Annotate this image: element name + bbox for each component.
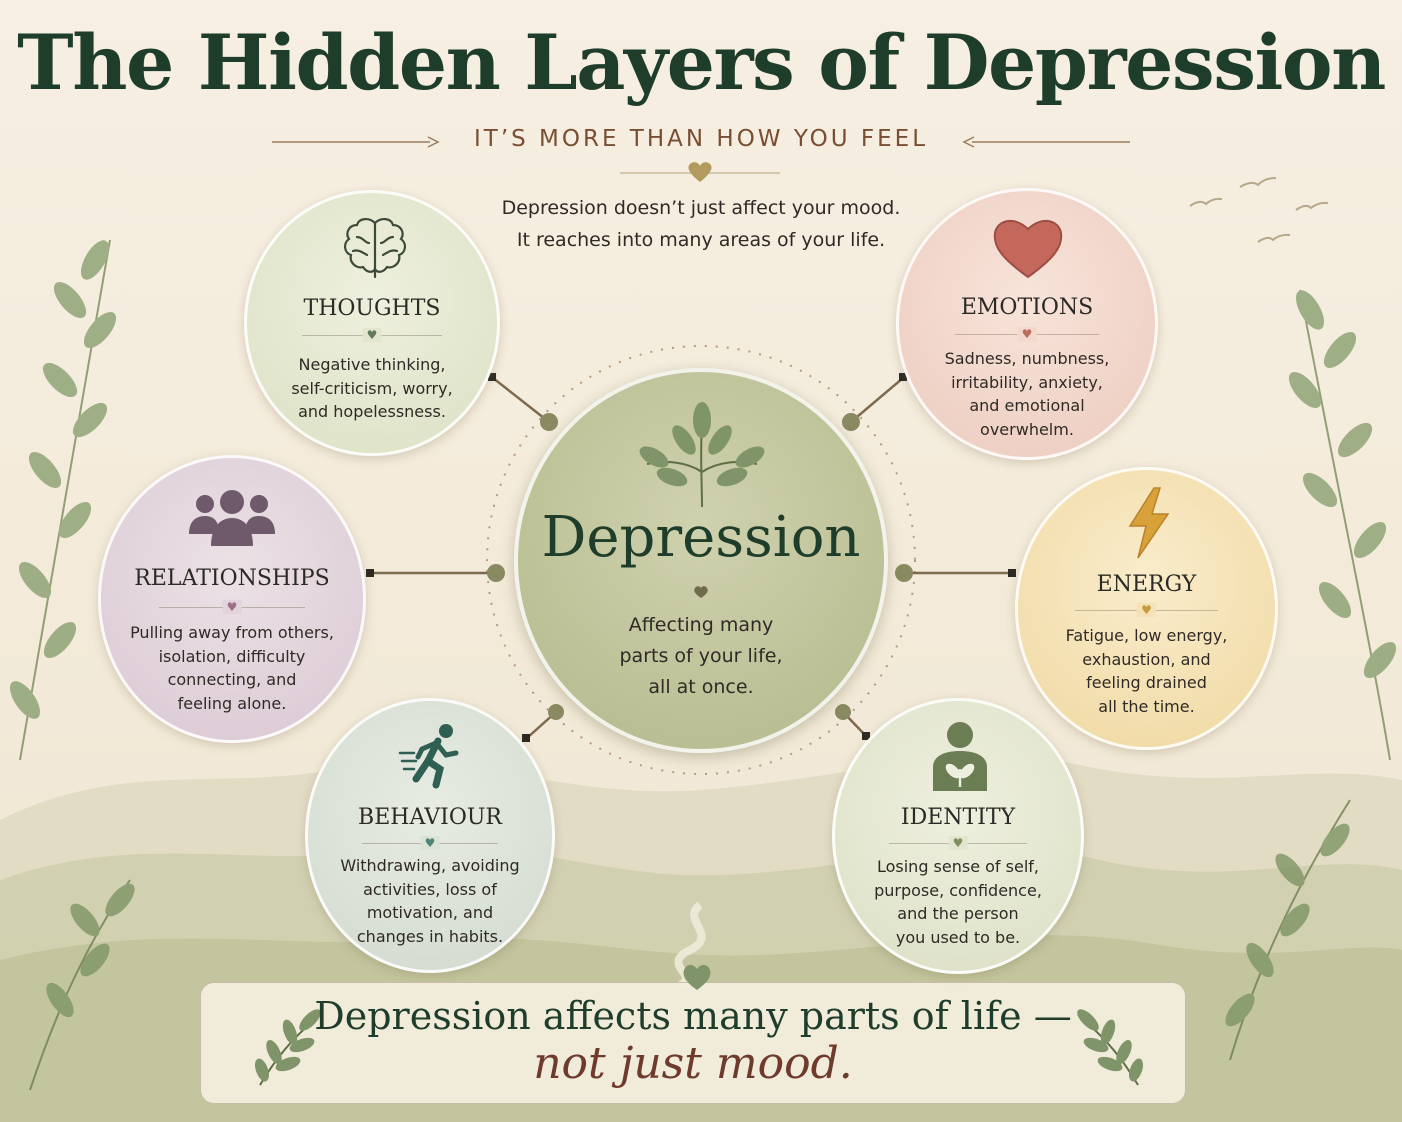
footer-text: Depression affects many parts of life — bbox=[314, 994, 1072, 1038]
subtitle-arrow-left bbox=[427, 136, 440, 148]
footer-emphasis: not just mood. bbox=[533, 1038, 853, 1089]
branch-left-icon bbox=[9, 239, 117, 761]
branch-right-icon bbox=[1288, 289, 1397, 761]
center-description: Affecting many parts of your life, all a… bbox=[560, 610, 842, 703]
desc-line: all the time. bbox=[1098, 696, 1195, 716]
layer-divider: ♥ bbox=[302, 328, 442, 342]
divider-heart-icon: ♥ bbox=[948, 836, 968, 850]
heart-icon bbox=[993, 219, 1063, 279]
layer-thoughts: THOUGHTS ♥ Negative thinking, self-criti… bbox=[244, 190, 500, 456]
layer-divider: ♥ bbox=[955, 327, 1099, 341]
brain-icon bbox=[344, 218, 406, 279]
connectors bbox=[366, 373, 1016, 742]
center-heart-icon bbox=[694, 586, 708, 598]
footer-banner bbox=[200, 982, 1186, 1104]
desc-line: Withdrawing, avoiding bbox=[340, 856, 520, 875]
running-person-icon bbox=[398, 724, 459, 789]
desc-line: exhaustion, and bbox=[1082, 649, 1211, 669]
divider-heart-icon: ♥ bbox=[1017, 327, 1037, 341]
desc-line: Sadness, numbness, bbox=[944, 349, 1110, 368]
layer-divider: ♥ bbox=[158, 600, 306, 614]
center-title: Depression bbox=[541, 505, 861, 570]
desc-line: Losing sense of self, bbox=[876, 857, 1039, 876]
people-icon bbox=[189, 490, 275, 546]
layer-description: Withdrawing, avoiding activities, loss o… bbox=[332, 854, 527, 948]
layer-title: ENERGY bbox=[1096, 572, 1197, 597]
layer-title: THOUGHTS bbox=[303, 296, 441, 321]
bird-icon bbox=[1189, 197, 1223, 207]
footer-sprig-right-icon bbox=[1077, 1009, 1143, 1086]
intro-line: Depression doesn’t just affect your mood… bbox=[501, 197, 901, 219]
desc-line: and the person bbox=[897, 904, 1019, 923]
layer-title: RELATIONSHIPS bbox=[134, 566, 330, 591]
intro-text: Depression doesn’t just affect your mood… bbox=[401, 192, 1001, 256]
bird-icon bbox=[1295, 201, 1329, 211]
layer-description: Fatigue, low energy, exhaustion, and fee… bbox=[1044, 624, 1250, 718]
layer-divider: ♥ bbox=[361, 836, 499, 850]
desc-line: feeling alone. bbox=[177, 693, 287, 713]
divider-heart-icon: ♥ bbox=[420, 836, 440, 850]
layer-divider: ♥ bbox=[1074, 603, 1219, 617]
divider-heart-icon: ♥ bbox=[362, 328, 382, 342]
page-title: The Hidden Layers of Depression bbox=[17, 18, 1386, 107]
layer-description: Negative thinking, self-criticism, worry… bbox=[272, 353, 472, 424]
layer-title: IDENTITY bbox=[900, 805, 1016, 830]
bird-icon bbox=[1239, 177, 1277, 188]
desc-line: purpose, confidence, bbox=[874, 880, 1042, 900]
desc-line: changes in habits. bbox=[356, 926, 504, 946]
desc-line: Negative thinking, bbox=[298, 355, 446, 374]
layer-divider: ♥ bbox=[889, 836, 1027, 850]
desc-line: and emotional bbox=[969, 396, 1085, 415]
bird-icon bbox=[1257, 233, 1291, 243]
person-sprout-icon bbox=[933, 722, 987, 791]
page-subtitle: IT’S MORE THAN HOW YOU FEEL bbox=[473, 126, 929, 152]
desc-line: you used to be. bbox=[895, 927, 1021, 947]
subtitle-arrow-right bbox=[962, 136, 975, 148]
layer-behaviour: BEHAVIOUR ♥ Withdrawing, avoiding activi… bbox=[305, 698, 555, 973]
desc-line: self-criticism, worry, bbox=[291, 378, 453, 398]
layer-title: EMOTIONS bbox=[960, 295, 1094, 320]
divider-heart-icon: ♥ bbox=[1137, 603, 1156, 617]
center-desc-line: parts of your life, bbox=[619, 645, 783, 667]
desc-line: Fatigue, low energy, bbox=[1065, 626, 1228, 645]
desc-line: feeling drained bbox=[1086, 673, 1207, 692]
desc-line: motivation, and bbox=[366, 903, 494, 922]
desc-line: irritability, anxiety, bbox=[951, 372, 1103, 392]
layer-energy: ENERGY ♥ Fatigue, low energy, exhaustion… bbox=[1015, 467, 1278, 750]
desc-line: and hopelessness. bbox=[298, 402, 446, 421]
footer-heart-icon bbox=[683, 964, 711, 990]
desc-line: activities, loss of bbox=[363, 879, 497, 899]
desc-line: connecting, and bbox=[167, 670, 297, 689]
branch-bottom-right-icon bbox=[1225, 799, 1351, 1061]
center-desc-line: Affecting many bbox=[628, 614, 774, 636]
ornament-heart-icon bbox=[688, 162, 712, 182]
intro-line: It reaches into many areas of your life. bbox=[516, 229, 886, 251]
lightning-icon bbox=[1128, 487, 1170, 559]
center-desc-line: all at once. bbox=[648, 676, 754, 698]
divider-heart-icon: ♥ bbox=[222, 600, 242, 614]
layer-title: BEHAVIOUR bbox=[358, 805, 502, 830]
footer-sprig-left-icon bbox=[255, 1009, 321, 1086]
layer-description: Pulling away from others, isolation, dif… bbox=[127, 621, 337, 715]
layer-emotions: EMOTIONS ♥ Sadness, numbness, irritabili… bbox=[896, 188, 1158, 460]
center-sprout-icon bbox=[639, 402, 765, 508]
layer-description: Losing sense of self, purpose, confidenc… bbox=[860, 855, 1057, 949]
desc-line: Pulling away from others, bbox=[130, 623, 334, 642]
layer-identity: IDENTITY ♥ Losing sense of self, purpose… bbox=[832, 698, 1084, 974]
desc-line: isolation, difficulty bbox=[158, 646, 306, 666]
layer-relationships: RELATIONSHIPS ♥ Pulling away from others… bbox=[98, 455, 366, 743]
layer-description: Sadness, numbness, irritability, anxiety… bbox=[925, 347, 1130, 441]
center-dotted-ring bbox=[486, 345, 916, 775]
branch-bottom-left-icon bbox=[29, 879, 135, 1091]
desc-line: overwhelm. bbox=[980, 419, 1074, 439]
